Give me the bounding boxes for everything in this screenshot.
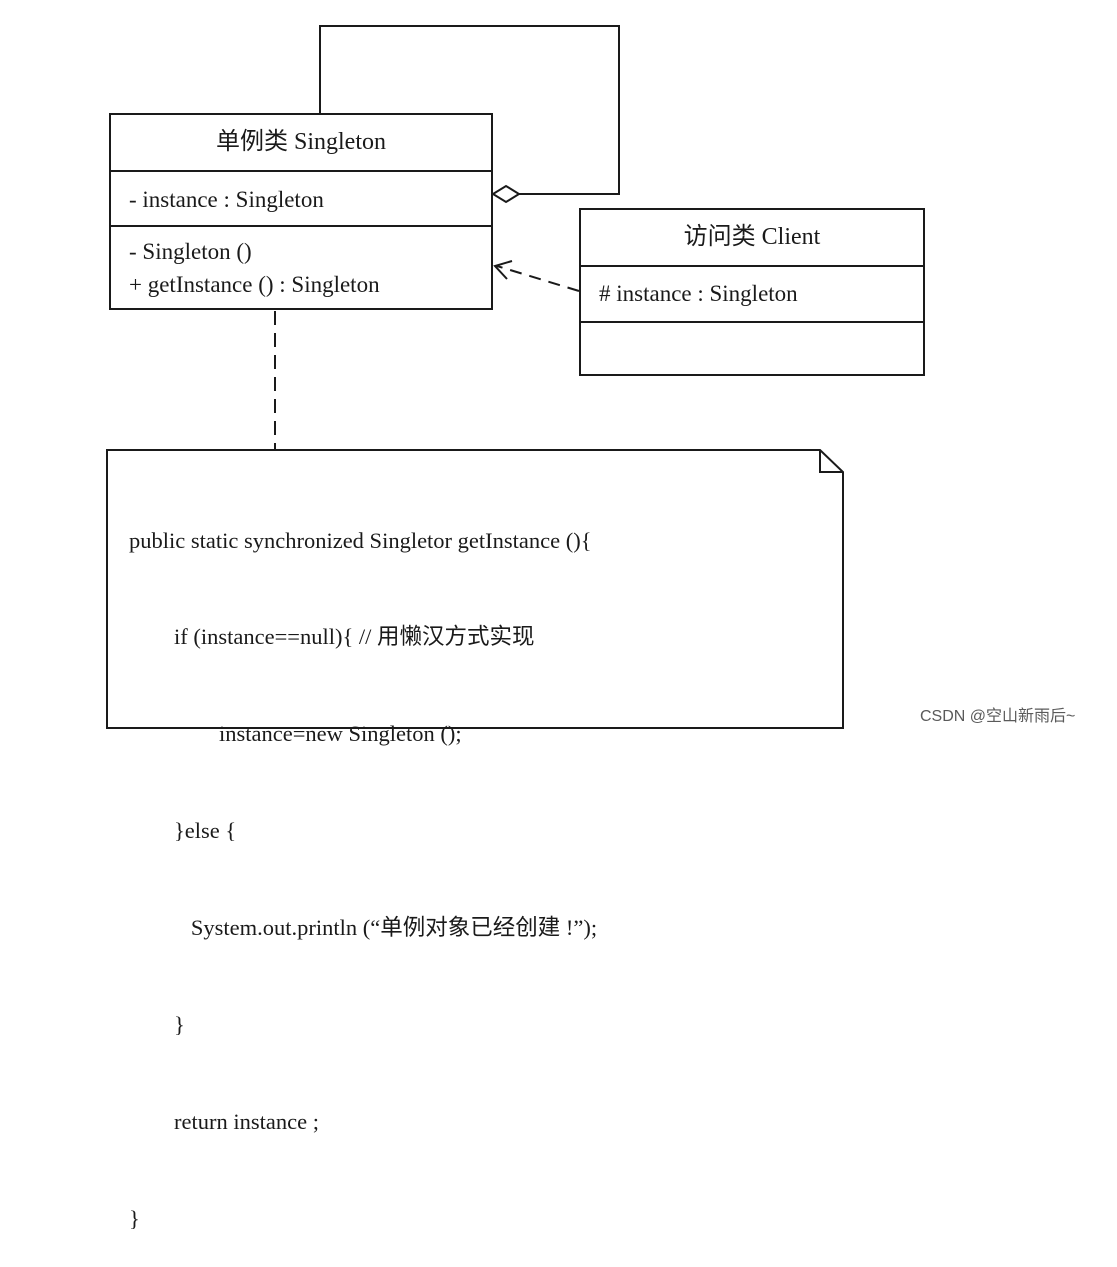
- code-line: System.out.println (“单例对象已经创建 !”);: [129, 915, 598, 941]
- singleton-class-operations: - Singleton () + getInstance () : Single…: [111, 225, 491, 301]
- singleton-operation-constructor: - Singleton (): [129, 239, 252, 264]
- dependency-line: [496, 265, 580, 292]
- code-line: }: [129, 1012, 185, 1038]
- self-aggregation-line: [319, 25, 620, 195]
- singleton-attribute-instance: - instance : Singleton: [129, 187, 324, 212]
- singleton-class-attributes: - instance : Singleton: [111, 170, 491, 225]
- singleton-operation-getinstance: + getInstance () : Singleton: [129, 272, 380, 297]
- note-fold-corner: [819, 450, 843, 473]
- code-line: }: [129, 1205, 140, 1231]
- singleton-class[interactable]: 单例类 Singleton - instance : Singleton - S…: [109, 113, 493, 310]
- note-outline: [106, 449, 844, 729]
- singleton-class-name: 单例类 Singleton: [215, 129, 386, 155]
- watermark: CSDN @空山新雨后~: [920, 708, 1076, 725]
- aggregation-diamond-icon: [491, 184, 521, 204]
- client-class-attributes: # instance : Singleton: [581, 265, 923, 321]
- code-line: public static synchronized Singletor get…: [129, 527, 592, 553]
- client-class-operations: [581, 321, 923, 323]
- code-line: if (instance==null){ // 用懒汉方式实现: [129, 624, 535, 650]
- dependency-arrowhead-icon: [493, 260, 513, 280]
- code-line: instance=new Singleton ();: [129, 721, 462, 747]
- client-class[interactable]: 访问类 Client # instance : Singleton: [579, 208, 925, 376]
- diagram-canvas: [106, 25, 844, 729]
- code-note-text: public static synchronized Singletor get…: [129, 460, 597, 1267]
- code-line: return instance ;: [129, 1108, 319, 1134]
- client-attribute-instance: # instance : Singleton: [599, 281, 798, 306]
- client-class-name: 访问类 Client: [683, 224, 821, 250]
- code-line: }else {: [129, 818, 237, 844]
